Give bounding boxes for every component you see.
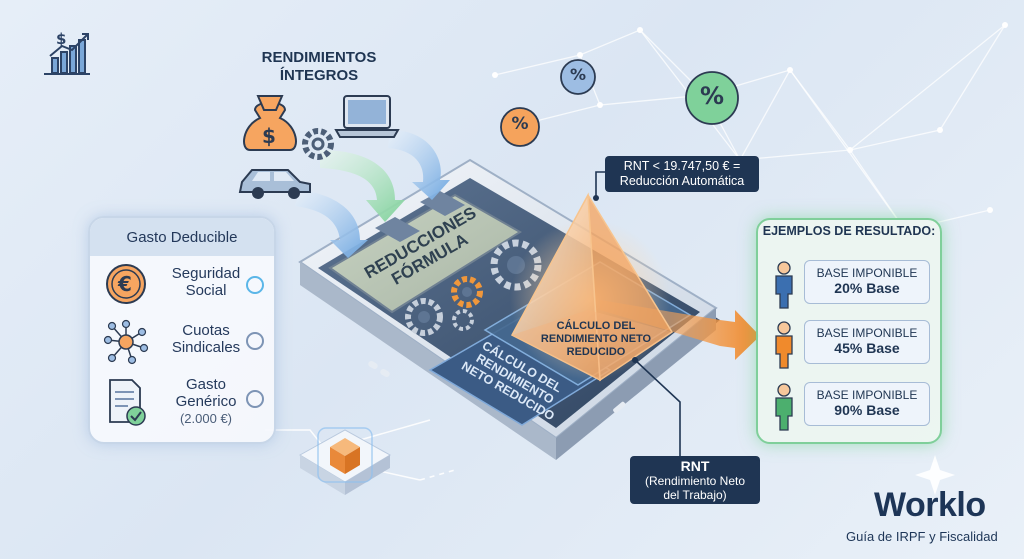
sources-title: RENDIMIENTOS ÍNTEGROS xyxy=(254,49,384,85)
result-value: 45% Base xyxy=(834,340,900,356)
person-icon xyxy=(775,261,793,309)
result-item: BASE IMPONIBLE 20% Base xyxy=(804,260,930,304)
result-label: BASE IMPONIBLE xyxy=(816,326,918,340)
prism-line1: CÁLCULO DEL xyxy=(556,320,636,332)
result-item: BASE IMPONIBLE 45% Base xyxy=(804,320,930,364)
percent-badge-icon xyxy=(500,59,739,147)
prism-label: CÁLCULO DEL RENDIMIENTO NETO REDUCIDO xyxy=(526,320,666,359)
euro-coin-icon: € xyxy=(106,264,146,304)
result-label: BASE IMPONIBLE xyxy=(816,266,918,280)
callout-rnt-line1: (Rendimiento Neto xyxy=(644,474,746,488)
deduction-label: Seguridad xyxy=(171,265,241,282)
deductions-title: Gasto Deducible xyxy=(90,218,274,256)
percent-badge-label: % xyxy=(569,65,587,84)
laptop-icon xyxy=(334,95,400,138)
deduction-item: Seguridad Social xyxy=(156,265,256,299)
brand-tagline: Guía de IRPF y Fiscalidad xyxy=(846,529,998,544)
svg-text:$: $ xyxy=(56,30,66,48)
result-value: 90% Base xyxy=(834,402,900,418)
check-icon xyxy=(246,390,264,408)
deduction-label: Genérico xyxy=(175,393,237,410)
result-label: BASE IMPONIBLE xyxy=(816,388,918,402)
person-icon xyxy=(775,321,793,369)
deduction-label: Cuotas xyxy=(182,322,230,339)
deduction-label: Gasto xyxy=(185,376,227,393)
brand-name: Worklo xyxy=(874,486,986,524)
deduction-item: Cuotas Sindicales xyxy=(156,322,256,356)
prism-line3: REDUCIDO xyxy=(566,346,626,358)
deduction-item: Gasto Genérico (2.000 €) xyxy=(156,376,256,427)
percent-badge-label: % xyxy=(699,82,725,110)
prism-icon xyxy=(510,192,674,382)
person-icon xyxy=(775,383,793,431)
result-item: BASE IMPONIBLE 90% Base xyxy=(804,382,930,426)
callout-rnt-line2: del Trabajo) xyxy=(663,488,727,502)
deduction-label: Social xyxy=(185,282,227,299)
prism-line2: RENDIMIENTO NETO xyxy=(540,333,652,345)
money-bag-icon: $ xyxy=(243,95,297,151)
sources-title-line2: ÍNTEGROS xyxy=(279,67,359,84)
result-value: 20% Base xyxy=(834,280,900,296)
arrow-car xyxy=(295,190,368,258)
svg-text:$: $ xyxy=(262,124,276,148)
results-card: EJEMPLOS DE RESULTADO: BASE IMPONIBLE 20… xyxy=(756,218,942,444)
percent-badge-label: % xyxy=(511,114,529,134)
callout-threshold: RNT < 19.747,50 € = Reducción Automática xyxy=(605,156,759,192)
check-icon xyxy=(246,332,264,350)
callout-threshold-line1: RNT < 19.747,50 € = xyxy=(623,159,741,173)
growth-chart-icon: $ xyxy=(44,30,90,75)
deduction-sublabel: (2.000 €) xyxy=(179,411,233,426)
svg-text:€: € xyxy=(117,272,132,296)
callout-threshold-line2: Reducción Automática xyxy=(619,174,745,188)
gear-icon xyxy=(302,128,334,160)
car-icon xyxy=(238,169,311,199)
results-title: EJEMPLOS DE RESULTADO: xyxy=(762,224,936,238)
deduction-label: Sindicales xyxy=(171,339,241,356)
sparkle-icon xyxy=(915,455,955,495)
callout-rnt-title: RNT xyxy=(680,458,710,474)
network-icon xyxy=(103,319,149,365)
deductions-card: Gasto Deducible € Seguridad Social xyxy=(88,216,276,444)
cube-icon xyxy=(299,427,391,495)
check-icon xyxy=(246,276,264,294)
document-check-icon xyxy=(109,379,146,426)
arrow-gear xyxy=(320,150,405,222)
callout-rnt: RNT (Rendimiento Neto del Trabajo) xyxy=(630,456,760,504)
arrow-laptop xyxy=(388,130,450,200)
sources-title-line1: RENDIMIENTOS xyxy=(261,49,377,66)
